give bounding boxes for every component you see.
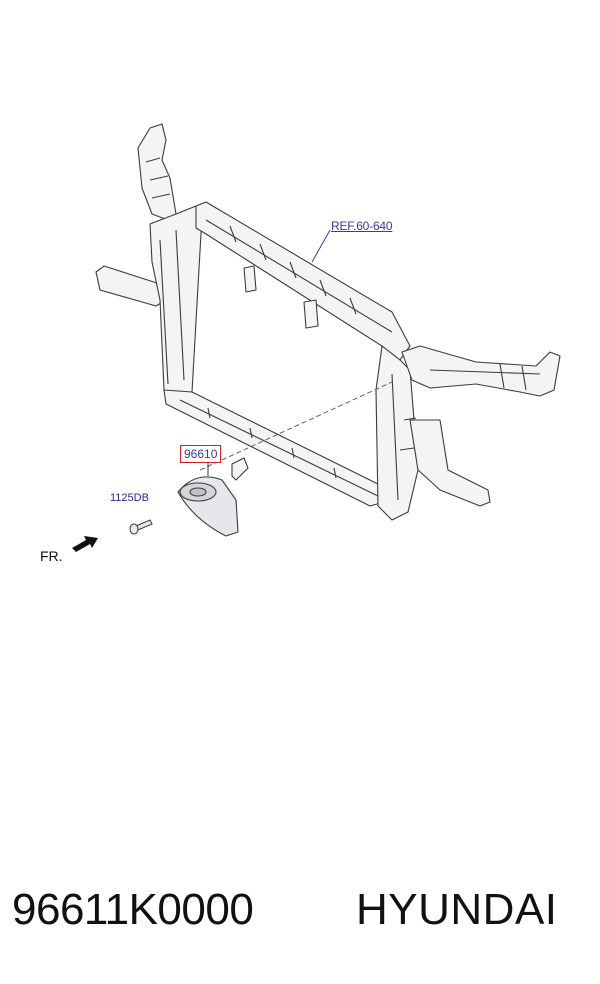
right-side-arm	[401, 345, 561, 397]
bolt-head	[129, 523, 139, 535]
beam-tab-2	[303, 299, 319, 329]
part-number: 96611K0000	[12, 885, 254, 934]
horn-bracket	[231, 457, 249, 481]
right-side-arm-detail	[429, 363, 541, 391]
part-callout: 96610	[180, 445, 222, 463]
carrier-frame	[95, 123, 561, 521]
left-pillar-detail	[159, 229, 185, 385]
horn-assembly	[177, 457, 249, 537]
front-label: FR.	[40, 548, 63, 564]
caption-bar: 96611K0000 HYUNDAI	[0, 880, 600, 940]
brand-name: HYUNDAI	[356, 885, 558, 934]
horn-center	[189, 487, 207, 497]
reference-callout: REF.60-640	[331, 219, 393, 233]
bolt	[129, 519, 153, 535]
bottom-beam-detail	[179, 399, 379, 497]
leader-line	[199, 381, 393, 471]
bolt-callout: 1125DB	[110, 492, 149, 504]
left-bracket-detail	[145, 157, 171, 199]
radiator-support-diagram	[72, 123, 561, 552]
right-pillar	[375, 345, 419, 521]
ref-leader	[311, 229, 331, 263]
right-pillar-detail	[391, 373, 417, 501]
beam-tab-1	[243, 265, 257, 293]
top-beam-detail	[205, 219, 393, 333]
front-arrow-icon	[72, 536, 98, 552]
left-upper-bracket	[137, 123, 177, 221]
right-lower-bracket	[409, 419, 491, 507]
